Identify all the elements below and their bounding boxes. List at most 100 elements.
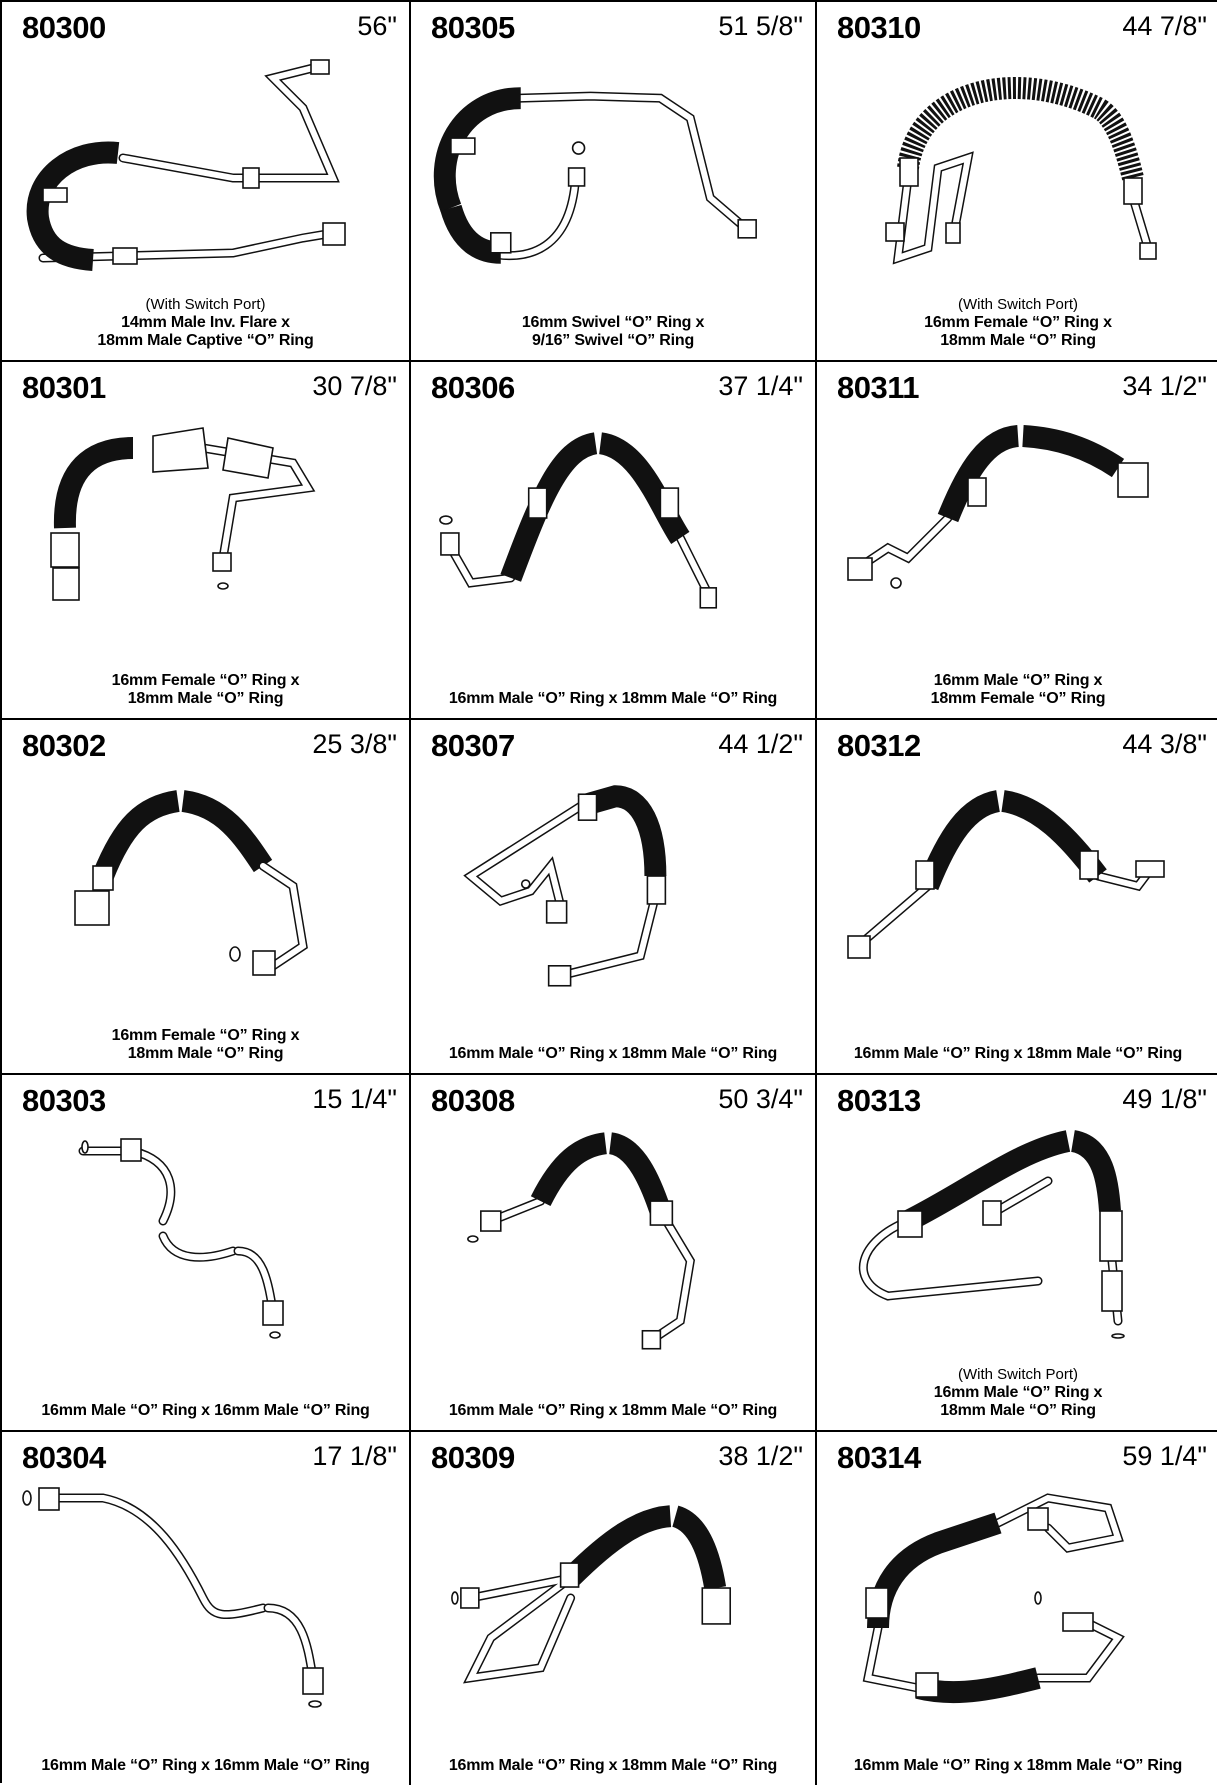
fitting-description: 16mm Swivel “O” Ring x 9/16” Swivel “O” …: [411, 314, 815, 350]
hose-illustration: [467, 1132, 696, 1350]
fitting-description: (With Switch Port) 16mm Male “O” Ring x …: [817, 1366, 1217, 1420]
product-cell-80304: 80304 17 1/8" 16mm Male “O” Ring x 16mm …: [2, 1432, 411, 1785]
product-cell-80302: 80302 25 3/8" 16mm Female “O” Ring x 18m…: [2, 720, 411, 1075]
description-line-2: 18mm Male Captive “O” Ring: [97, 332, 314, 349]
fitting-description: 16mm Male “O” Ring x 16mm Male “O” Ring: [2, 1757, 409, 1775]
product-cell-80306: 80306 37 1/4" 16mm Male “O” Ring x 18mm …: [411, 362, 817, 720]
description-line-1: 14mm Male Inv. Flare x: [121, 314, 290, 331]
part-number: 80301: [22, 370, 106, 405]
product-cell-80307: 80307 44 1/2" 16mm Male “O” Ring x 18mm …: [411, 720, 817, 1075]
description-line-2: 18mm Male “O” Ring: [940, 1402, 1096, 1419]
hose-length: 30 7/8": [312, 371, 397, 401]
description-line-1: 16mm Male “O” Ring x 18mm Male “O” Ring: [448, 1045, 778, 1062]
part-number: 80310: [837, 10, 921, 45]
hose-length: 56": [357, 11, 397, 41]
switch-port-note: (With Switch Port): [957, 1366, 1078, 1383]
product-cell-80309: 80309 38 1/2" 16mm Male “O” Ring x 18mm …: [411, 1432, 817, 1785]
hose-illustration: [26, 59, 346, 271]
switch-port-note: (With Switch Port): [957, 296, 1078, 313]
hose-illustration: [847, 790, 1165, 959]
part-number: 80312: [837, 728, 921, 763]
hose-illustration: [433, 87, 757, 264]
product-cell-80312: 80312 44 3/8" 16mm Male “O” Ring x 18mm …: [817, 720, 1217, 1075]
description-line-1: 16mm Male “O” Ring x 16mm Male “O” Ring: [41, 1402, 370, 1419]
hose-length: 44 7/8": [1122, 11, 1207, 41]
fitting-description: 16mm Female “O” Ring x 18mm Male “O” Rin…: [2, 672, 409, 708]
product-cell-80300: 80300 56" (With Switch Port) 14mm Male I…: [2, 2, 411, 362]
description-line-2: 9/16” Swivel “O” Ring: [531, 332, 695, 349]
part-number: 80300: [22, 10, 106, 45]
hose-length: 51 5/8": [718, 11, 803, 41]
fitting-description: 16mm Female “O” Ring x 18mm Male “O” Rin…: [2, 1027, 409, 1063]
hose-length: 15 1/4": [312, 1084, 397, 1114]
hose-illustration: [463, 785, 667, 987]
fitting-description: (With Switch Port) 14mm Male Inv. Flare …: [2, 296, 409, 350]
hose-length: 17 1/8": [312, 1441, 397, 1471]
part-number: 80303: [22, 1083, 106, 1118]
description-line-1: 16mm Male “O” Ring x 18mm Male “O” Ring: [448, 1402, 778, 1419]
hose-length: 25 3/8": [312, 729, 397, 759]
hose-illustration: [451, 1505, 732, 1684]
fitting-description: 16mm Male “O” Ring x 18mm Male “O” Ring: [411, 1757, 815, 1775]
hose-illustration: [439, 432, 718, 609]
description-line-1: 16mm Male “O” Ring x 18mm Male “O” Ring: [853, 1757, 1183, 1774]
description-line-1: 16mm Male “O” Ring x: [933, 672, 1103, 689]
description-line-2: 18mm Male “O” Ring: [127, 1045, 284, 1062]
description-line-2: 18mm Male “O” Ring: [127, 690, 284, 707]
description-line-1: 16mm Female “O” Ring x: [924, 314, 1112, 331]
description-line-1: 16mm Female “O” Ring x: [111, 672, 300, 689]
description-line-1: 16mm Male “O” Ring x 16mm Male “O” Ring: [41, 1757, 370, 1774]
hose-illustration: [847, 425, 1149, 589]
description-line-1: 16mm Male “O” Ring x: [933, 1384, 1103, 1401]
hose-length: 38 1/2": [718, 1441, 803, 1471]
hose-illustration: [885, 77, 1157, 265]
fitting-description: 16mm Male “O” Ring x 18mm Male “O” Ring: [411, 690, 815, 708]
description-line-2: 18mm Male “O” Ring: [940, 332, 1096, 349]
part-number: 80306: [431, 370, 515, 405]
fitting-description: 16mm Male “O” Ring x 18mm Male “O” Ring: [817, 1757, 1217, 1775]
hose-length: 44 3/8": [1122, 729, 1207, 759]
part-number: 80305: [431, 10, 515, 45]
product-cell-80313: 80313 49 1/8" (With Switch Port) 16mm Ma…: [817, 1075, 1217, 1432]
part-number: 80311: [837, 370, 920, 405]
product-cell-80303: 80303 15 1/4" 16mm Male “O” Ring x 16mm …: [2, 1075, 411, 1432]
product-cell-80308: 80308 50 3/4" 16mm Male “O” Ring x 18mm …: [411, 1075, 817, 1432]
fitting-description: 16mm Male “O” Ring x 18mm Male “O” Ring: [411, 1402, 815, 1420]
part-number: 80307: [431, 728, 515, 763]
fitting-description: 16mm Male “O” Ring x 18mm Male “O” Ring: [817, 1045, 1217, 1063]
product-cell-80310: 80310 44 7/8" (With Switch Port) 16mm Fe…: [817, 2, 1217, 362]
part-number: 80302: [22, 728, 106, 763]
product-cell-80314: 80314 59 1/4" 16mm Male “O” Ring x 18mm …: [817, 1432, 1217, 1785]
description-line-2: 18mm Female “O” Ring: [930, 690, 1106, 707]
fitting-description: (With Switch Port) 16mm Female “O” Ring …: [817, 296, 1217, 350]
switch-port-note: (With Switch Port): [145, 296, 266, 313]
product-cell-80301: 80301 30 7/8" 16mm Female “O” Ring x 18m…: [2, 362, 411, 720]
hose-illustration: [78, 1138, 284, 1339]
fitting-description: 16mm Male “O” Ring x 16mm Male “O” Ring: [2, 1402, 409, 1420]
hose-length: 44 1/2": [718, 729, 803, 759]
hose-illustration: [50, 427, 316, 601]
part-number: 80304: [22, 1440, 106, 1475]
description-line-1: 16mm Male “O” Ring x 18mm Male “O” Ring: [448, 1757, 778, 1774]
product-cell-80305: 80305 51 5/8" 16mm Swivel “O” Ring x 9/1…: [411, 2, 817, 362]
fitting-description: 16mm Male “O” Ring x 18mm Male “O” Ring: [411, 1045, 815, 1063]
description-line-1: 16mm Male “O” Ring x 18mm Male “O” Ring: [448, 690, 778, 707]
description-line-1: 16mm Female “O” Ring x: [111, 1027, 300, 1044]
hose-length: 49 1/8": [1122, 1084, 1207, 1114]
hose-illustration: [74, 790, 308, 976]
part-number: 80309: [431, 1440, 515, 1475]
description-line-1: 16mm Swivel “O” Ring x: [521, 314, 705, 331]
hose-illustration: [858, 1130, 1125, 1339]
product-cell-80311: 80311 34 1/2" 16mm Male “O” Ring x 18mm …: [817, 362, 1217, 720]
part-number: 80314: [837, 1440, 921, 1475]
hose-length: 59 1/4": [1122, 1441, 1207, 1471]
hose-illustration: [862, 1493, 1125, 1704]
description-line-1: 16mm Male “O” Ring x 18mm Male “O” Ring: [853, 1045, 1183, 1062]
part-number: 80313: [837, 1083, 921, 1118]
hose-length: 50 3/4": [718, 1084, 803, 1114]
fitting-description: 16mm Male “O” Ring x 18mm Female “O” Rin…: [817, 672, 1217, 708]
hose-length: 34 1/2": [1122, 371, 1207, 401]
part-number: 80308: [431, 1083, 515, 1118]
hose-illustration: [22, 1487, 324, 1708]
